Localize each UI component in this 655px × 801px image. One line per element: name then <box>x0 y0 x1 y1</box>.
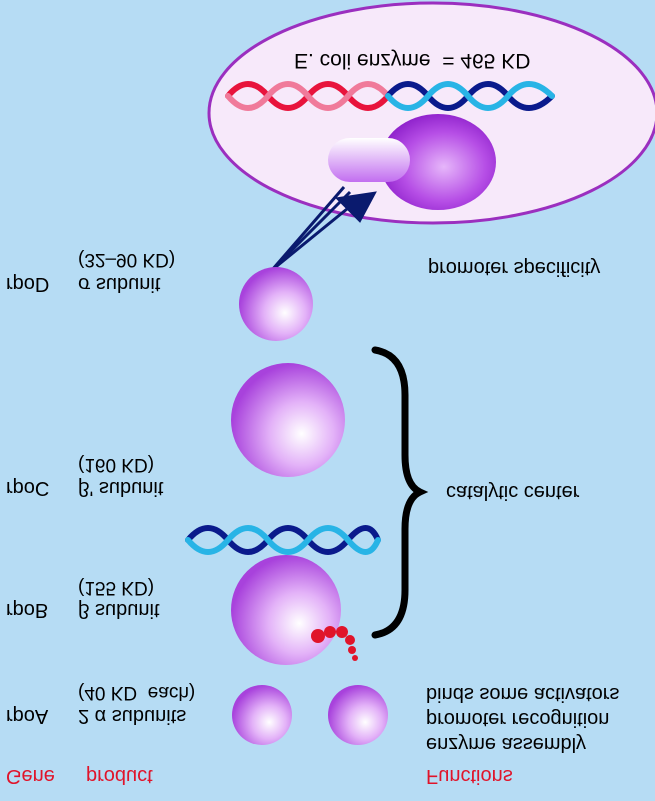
sigma-bound-bar <box>328 138 410 182</box>
holoenzyme-oval <box>207 1 655 225</box>
rpod-gene-label: rpoD <box>6 273 50 295</box>
rpoa-gene-label: rpoA <box>6 705 49 727</box>
rpoc-mass-label: (160 KD) <box>78 454 155 475</box>
enzyme-caption: E. coli enzyme = 465 KD <box>294 49 531 72</box>
rpoa-function-label-1: binds some activators <box>426 683 620 705</box>
dna-helix-lower-icon <box>185 525 381 555</box>
rpoc-product-label: β' subunit <box>78 477 164 499</box>
rpod-function-label: promoter specificity <box>428 257 601 279</box>
rpod-product-label: σ subunit <box>78 273 161 295</box>
alpha-subunit-sphere-1 <box>232 685 292 745</box>
rpoa-mass-label: (40 KD each) <box>78 682 196 703</box>
rpoa-function-label-3: enzyme assembly <box>426 733 587 755</box>
functions-column-header: Functions <box>426 765 513 787</box>
beta-prime-subunit-sphere <box>231 363 345 477</box>
beta-subunit-sphere <box>231 555 341 665</box>
sigma-subunit-sphere <box>239 267 313 341</box>
rpob-mass-label: (155 KD) <box>78 577 155 598</box>
rpoc-function-label: catalytic center <box>446 481 580 503</box>
activator-chain-icon <box>311 626 358 661</box>
rpod-mass-label: (32–90 KD) <box>78 249 176 270</box>
sigma-arrow-icon <box>270 186 377 272</box>
product-column-header: product <box>86 765 153 787</box>
rpob-gene-label: rpoB <box>6 599 49 621</box>
rpoc-gene-label: rpoC <box>6 477 50 499</box>
dna-helix-icon <box>225 81 555 111</box>
rpob-product-label: β subunit <box>78 599 160 621</box>
gene-column-header: Gene <box>6 765 55 787</box>
core-enzyme-blob <box>380 114 496 210</box>
rpoa-function-label-2: promoter recognition <box>426 708 610 730</box>
alpha-subunit-sphere-2 <box>328 685 388 745</box>
curly-brace-icon <box>371 346 429 639</box>
rpoa-product-label: 2 α subunits <box>78 705 187 727</box>
